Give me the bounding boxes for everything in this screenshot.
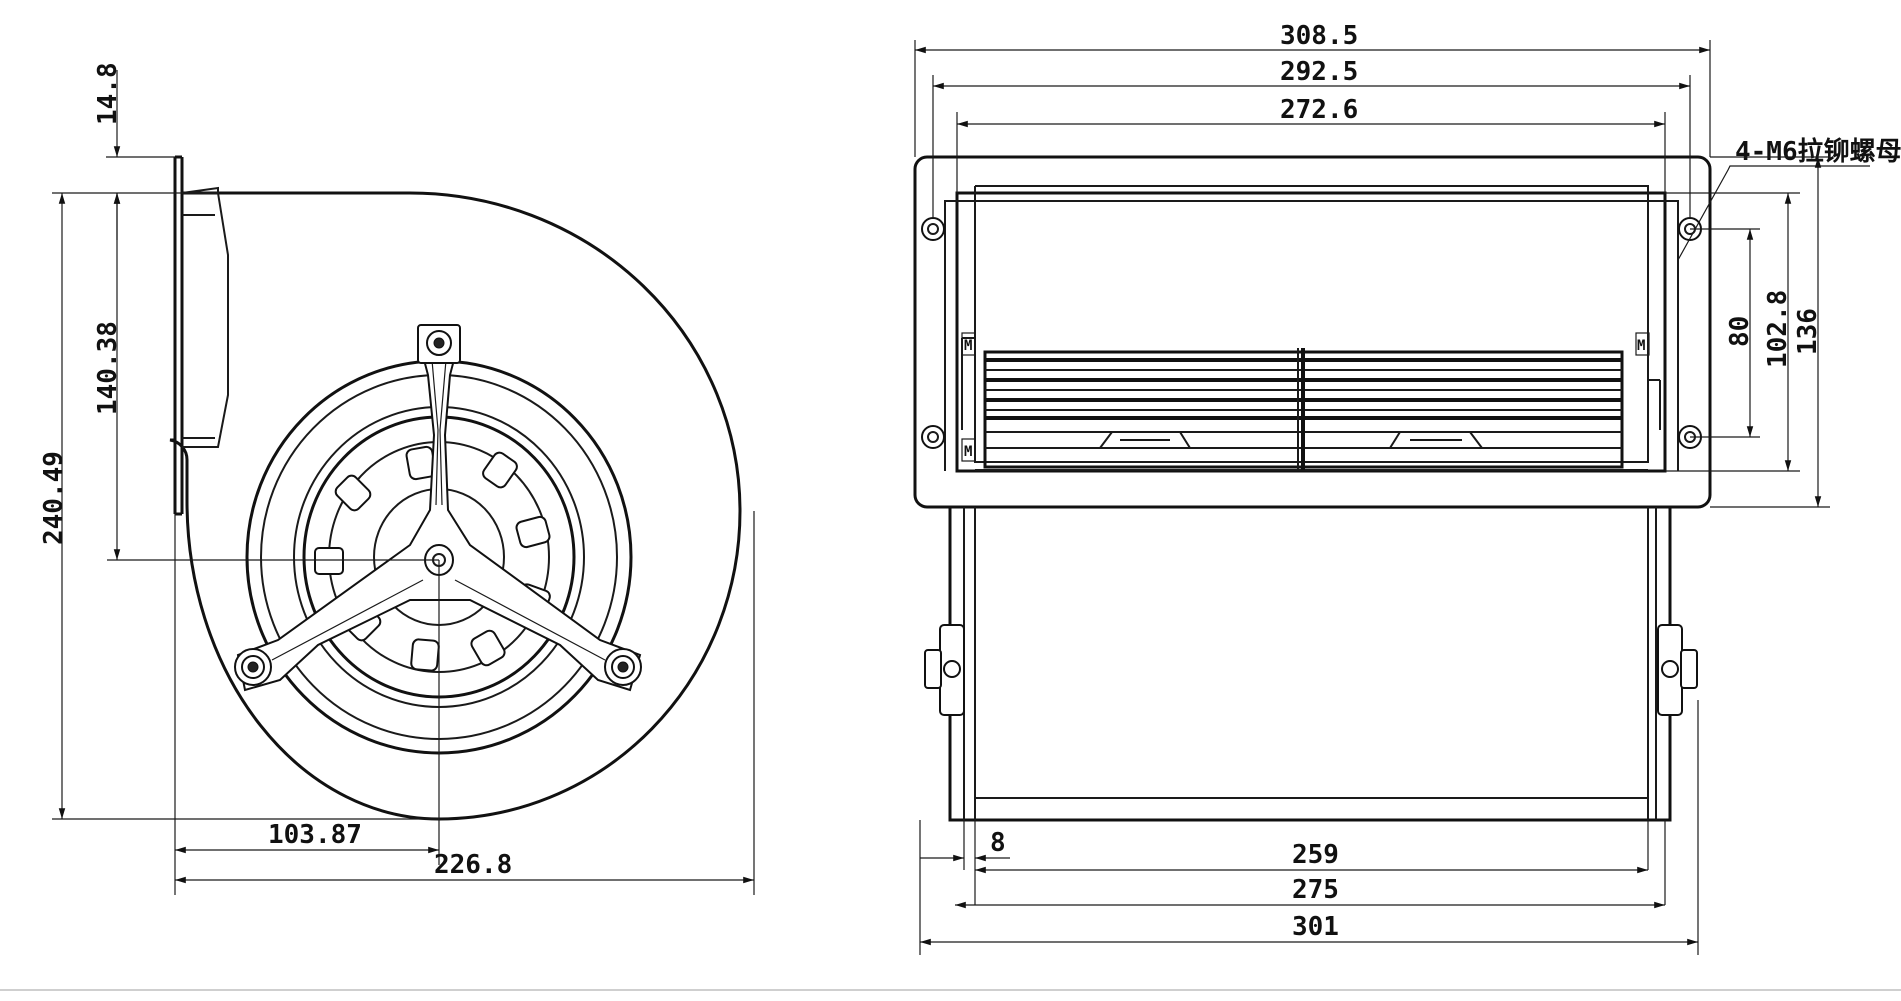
outlet-throat [182,192,229,448]
mount-bolts [234,324,642,686]
side-bolts [924,624,1698,716]
outlet-opening [955,191,1667,473]
side-extension-lines [52,156,755,895]
dim-overall-width: 301 [1292,912,1339,942]
lower-body-taper [974,507,1649,575]
dim-outlet-width: 272.6 [1280,95,1358,125]
dim-total-width: 226.8 [434,850,512,880]
dim-body-inner-width: 259 [1292,840,1339,870]
front-view: M M M [913,21,1901,955]
dim-total-height: 240.49 [39,451,69,545]
dim-flange-inner-offset: 8 [990,828,1006,858]
dim-body-width: 275 [1292,875,1339,905]
dim-outlet-to-center: 140.38 [93,321,123,415]
dim-center-offset: 103.87 [268,820,362,850]
outlet-flange [173,155,184,516]
dim-hole-spacing-v: 80 [1725,316,1755,347]
dim-outlet-height: 102.8 [1763,290,1793,368]
svg-text:M: M [964,338,972,354]
svg-text:M: M [964,444,972,460]
m-markers: M M M [961,332,1650,462]
front-extension-lines-right [1665,156,1830,508]
impeller [983,348,1624,470]
front-extension-lines-top [914,40,1711,218]
bracket-inner-edge [271,359,606,661]
front-flange-plate [913,155,1712,509]
dim-hole-spacing-h: 292.5 [1280,57,1358,87]
outlet-inner-frame [957,193,1665,471]
dim-flange-thickness: 14.8 [93,62,123,125]
side-housing-left [944,200,975,471]
side-housing-right [1648,200,1679,471]
outlet-top-lip [974,185,1649,193]
front-extension-lines-bottom [919,700,1699,955]
motor-bracket [236,334,642,692]
lower-body-inner [963,507,1657,820]
rivet-nuts [921,217,1702,449]
side-view: 14.8 140.38 240.49 103.87 226.8 [39,62,755,895]
svg-text:M: M [1637,338,1645,354]
callout-leader [1677,165,1870,261]
dim-flange-width: 308.5 [1280,21,1358,51]
outlet-top-lip [181,186,219,194]
scroll-housing [169,191,742,821]
lower-body [948,507,1672,822]
dim-flange-height: 136 [1793,308,1823,355]
